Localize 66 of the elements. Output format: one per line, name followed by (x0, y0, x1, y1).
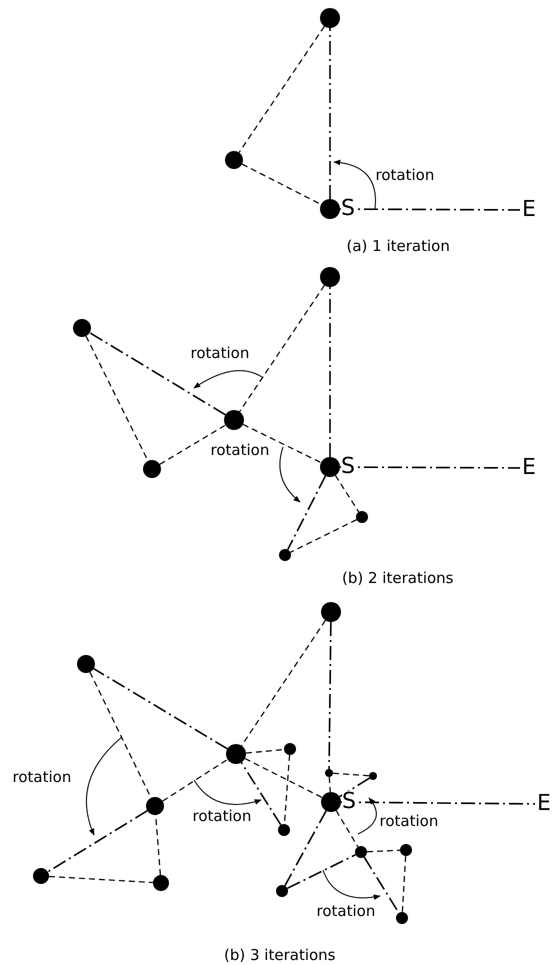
point-dot (226, 744, 246, 764)
dashed-line (239, 284, 325, 412)
dashed-line (290, 519, 357, 553)
dash-dot-line (329, 28, 331, 199)
endpoint-label: E (522, 199, 536, 221)
dashed-line (332, 772, 370, 776)
dashed-line (241, 620, 326, 746)
dashed-line (334, 475, 360, 512)
annotation-text: rotation (380, 814, 438, 828)
point-dot (146, 797, 164, 815)
point-dot (143, 460, 161, 478)
annotation-text: (b) 2 iterations (342, 570, 454, 586)
point-dot (321, 602, 341, 622)
point-dot (321, 792, 341, 812)
point-dot (224, 410, 244, 430)
dashed-line (242, 164, 322, 205)
dash-dot-line (328, 622, 332, 770)
dashed-line (48, 876, 154, 884)
point-dot (33, 868, 49, 884)
point-dot (225, 151, 243, 169)
dash-dot-line (93, 668, 228, 750)
annotation-text: rotation (12, 770, 72, 784)
dash-dot-line (89, 332, 226, 416)
dash-dot-line (240, 762, 282, 826)
dashed-line (246, 748, 284, 754)
annotation-text: rotation (316, 904, 376, 918)
dashed-line (366, 850, 400, 852)
dash-dot-line (339, 777, 370, 798)
point-dot (400, 844, 412, 856)
point-dot (356, 511, 368, 523)
annotation-text: rotation (210, 442, 270, 458)
point-dot (355, 846, 367, 858)
dashed-line (402, 856, 406, 912)
dash-dot-line (287, 854, 356, 890)
dashed-line (162, 758, 228, 802)
point-dot (284, 743, 296, 755)
point-dot (369, 772, 377, 780)
point-dot (276, 885, 288, 897)
annotation-text: rotation (192, 808, 252, 824)
endpoint-label: E (522, 457, 536, 479)
dash-dot-line (47, 810, 148, 872)
point-dot (320, 457, 340, 477)
point-dot (320, 199, 340, 219)
point-dot (77, 655, 95, 673)
annotation-text: rotation (376, 168, 434, 182)
dashed-line (328, 776, 331, 792)
dash-dot-line (329, 287, 331, 457)
annotation-text: (a) 1 iteration (346, 238, 450, 254)
point-dot (396, 912, 408, 924)
annotation-text: rotation (190, 346, 250, 360)
endpoint-label: E (537, 793, 551, 815)
dash-dot-line (284, 810, 327, 886)
point-dot (320, 8, 340, 28)
point-dot (279, 549, 291, 561)
point-dot (325, 769, 333, 777)
dashed-line (238, 26, 325, 153)
dash-dot-line (287, 476, 326, 550)
dashed-line (159, 424, 226, 465)
point-dot (153, 875, 169, 891)
point-dot (320, 267, 340, 287)
point-dot (73, 319, 91, 337)
point-dot (278, 824, 290, 836)
dashed-line (244, 758, 322, 798)
dashed-line (242, 424, 322, 464)
annotation-text: (b) 3 iterations (224, 948, 336, 962)
dashed-line (336, 810, 358, 848)
